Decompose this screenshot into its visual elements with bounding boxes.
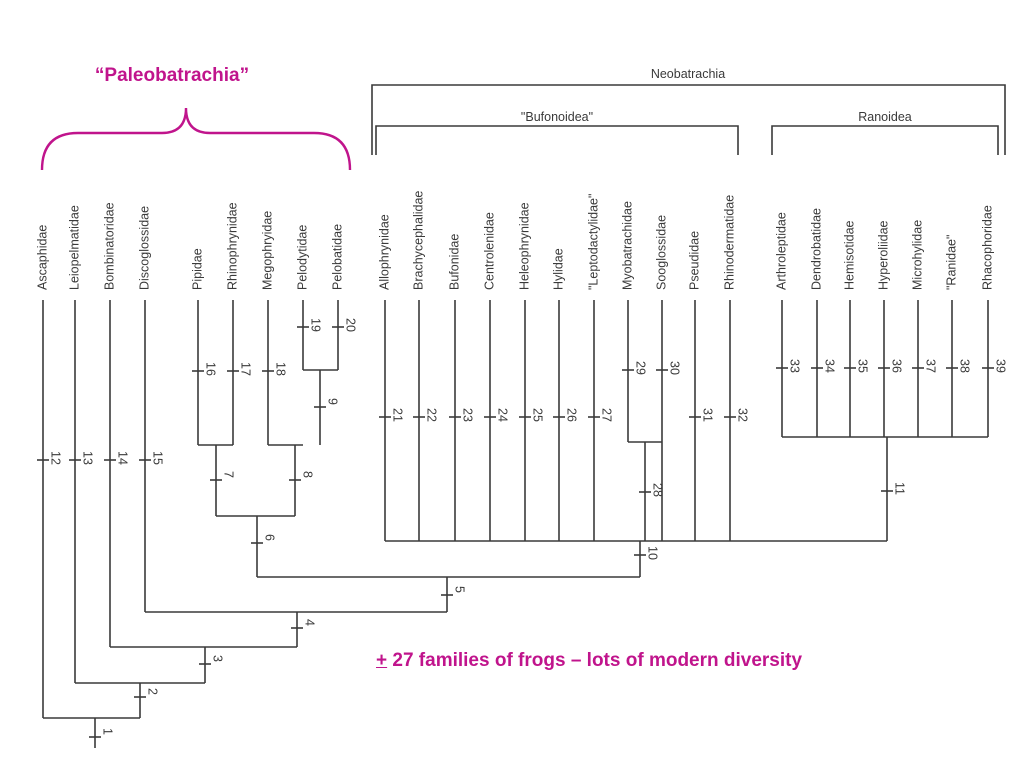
- taxon-label: Arthroleptidae: [774, 212, 788, 290]
- ranoidea-bracket: [771, 125, 999, 155]
- node-number: 26: [565, 408, 579, 422]
- taxon-label: Centrolenidae: [482, 212, 496, 290]
- node-number: 35: [856, 359, 870, 373]
- node-number: 19: [309, 318, 323, 332]
- taxon-label: Hylidae: [551, 248, 565, 290]
- taxon-label: Myobatrachidae: [620, 201, 634, 290]
- taxon-label: "Ranidae": [944, 235, 958, 290]
- caption-text: 27 families of frogs – lots of modern di…: [387, 650, 803, 671]
- taxon-label: Pelobatidae: [330, 224, 344, 290]
- taxon-label: Sooglossidae: [654, 215, 668, 290]
- node-number: 36: [890, 359, 904, 373]
- node-number: 16: [204, 362, 218, 376]
- taxon-label: Bombinatoridae: [102, 202, 116, 290]
- node-number: 31: [701, 408, 715, 422]
- node-number: 9: [326, 398, 340, 405]
- node-number: 6: [263, 534, 277, 541]
- paleobatrachia-brace: [40, 107, 352, 171]
- node-number: 17: [239, 362, 253, 376]
- node-number: 39: [994, 359, 1008, 373]
- taxon-label: "Leptodactylidae": [586, 194, 600, 290]
- neobatrachia-bracket: [371, 84, 1006, 155]
- node-number: 30: [668, 361, 682, 375]
- node-number: 32: [736, 408, 750, 422]
- node-number: 5: [453, 586, 467, 593]
- taxon-label: Allophrynidae: [377, 214, 391, 290]
- bufonoidea-bracket: [375, 125, 739, 155]
- node-number: 3: [211, 655, 225, 662]
- taxon-label: Hemisotidae: [842, 220, 856, 290]
- taxon-label: Dendrobatidae: [809, 208, 823, 290]
- taxon-label: Ascaphidae: [35, 225, 49, 290]
- taxon-label: Pipidae: [190, 248, 204, 290]
- node-number: 23: [461, 408, 475, 422]
- node-number: 4: [303, 619, 317, 626]
- node-number: 2: [146, 688, 160, 695]
- node-number: 34: [823, 359, 837, 373]
- node-number: 33: [788, 359, 802, 373]
- node-number: 21: [391, 408, 405, 422]
- node-number: 14: [116, 451, 130, 465]
- node-number: 11: [893, 482, 907, 495]
- node-number: 37: [924, 359, 938, 373]
- taxon-label: Pelodytidae: [295, 225, 309, 290]
- taxon-label: Microhylidae: [910, 220, 924, 290]
- node-number: 8: [301, 471, 315, 478]
- taxon-label: Brachycephalidae: [411, 191, 425, 290]
- plus-minus-symbol: +: [376, 650, 388, 671]
- taxon-label: Discoglossidae: [137, 206, 151, 290]
- taxon-label: Heleophrynidae: [517, 202, 531, 290]
- taxon-label: Bufonidae: [447, 234, 461, 290]
- node-number: 15: [151, 451, 165, 465]
- taxon-label: Hyperoliidae: [876, 220, 890, 290]
- node-number: 12: [49, 451, 63, 465]
- node-number: 24: [496, 408, 510, 422]
- taxon-label: Rhinodermatidae: [722, 195, 736, 290]
- node-number: 22: [425, 408, 439, 422]
- node-number: 29: [634, 361, 648, 375]
- taxon-label: Leiopelmatidae: [67, 205, 81, 290]
- taxon-label: Pseudidae: [687, 231, 701, 290]
- taxon-label: Rhinophrynidae: [225, 202, 239, 290]
- node-number: 27: [600, 408, 614, 422]
- node-number: 20: [344, 318, 358, 332]
- caption: + 27 families of frogs – lots of modern …: [376, 650, 802, 672]
- taxon-label: Megophryidae: [260, 211, 274, 290]
- taxon-label: Rhacophoridae: [980, 205, 994, 290]
- paleobatrachia-label: “Paleobatrachia”: [95, 65, 249, 86]
- neobatrachia-label: Neobatrachia: [651, 67, 725, 81]
- ranoidea-label: Ranoidea: [858, 110, 912, 124]
- node-number: 13: [81, 451, 95, 465]
- node-number: 10: [646, 546, 660, 560]
- node-number: 18: [274, 362, 288, 376]
- node-number: 38: [958, 359, 972, 373]
- node-number: 28: [651, 483, 665, 497]
- bufonoidea-label: "Bufonoidea": [521, 110, 593, 124]
- node-number: 7: [222, 471, 236, 478]
- node-number: 25: [531, 408, 545, 422]
- node-number: 1: [101, 728, 115, 735]
